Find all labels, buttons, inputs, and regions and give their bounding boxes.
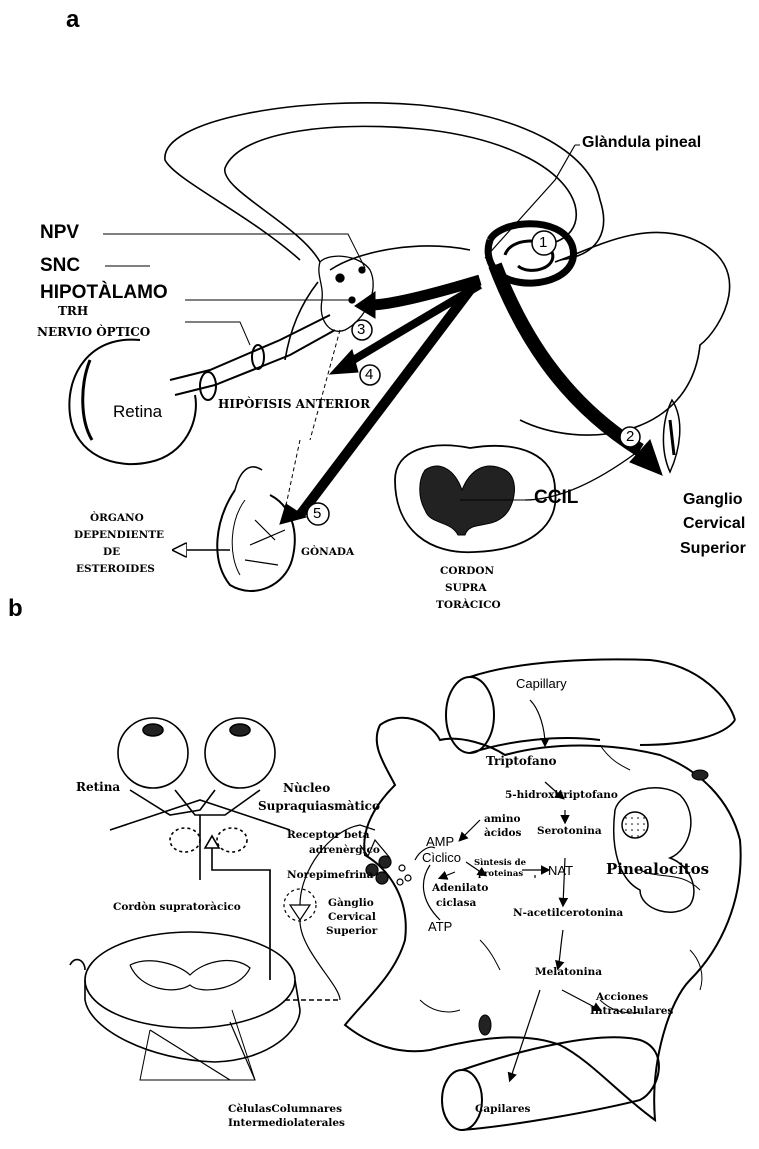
label-hipofisis: HIPÒFISIS ANTERIOR — [218, 398, 370, 410]
label-nucleo-1: Nùcleo — [283, 782, 330, 794]
label-cordon-2: SUPRA — [445, 583, 487, 594]
label-receptor-2: adrenèrgico — [309, 845, 380, 856]
label-amino-2: àcidos — [484, 828, 521, 839]
label-organo-2: DEPENDIENTE — [74, 530, 164, 541]
spinal-cord-b-shape — [70, 932, 340, 1080]
label-norepi: Norepimefrina — [287, 870, 373, 881]
label-ganglio-b-1: Gànglio — [328, 898, 374, 909]
label-ganglio-1: Ganglio — [683, 492, 743, 508]
label-celulas-1: CèlulasColumnares — [228, 1104, 342, 1115]
label-amp-1: AMP — [426, 835, 454, 848]
label-ganglio-b-3: Superior — [326, 926, 377, 937]
spinal-cord-section — [395, 445, 556, 552]
label-adenilato-1: Adenilato — [432, 883, 488, 894]
label-melatonina: Melatonina — [535, 967, 602, 978]
label-retina-a: Retina — [113, 403, 162, 420]
step-1: 1 — [539, 235, 547, 250]
label-npv: NPV — [40, 223, 79, 242]
label-capillary: Capillary — [516, 677, 567, 690]
panel-letter-b: b — [8, 597, 23, 621]
capillary-bottom-shape — [442, 1037, 659, 1130]
label-pineal: Glàndula pineal — [582, 135, 701, 151]
label-gonada: GÒNADA — [301, 547, 354, 558]
label-trh: TRH — [58, 305, 88, 317]
label-adenilato-2: ciclasa — [436, 898, 476, 909]
label-atp: ATP — [428, 920, 452, 933]
label-organo-1: ÒRGANO — [90, 513, 144, 524]
label-nat: NAT — [548, 864, 573, 877]
label-celulas-2: Intermediolaterales — [228, 1118, 345, 1129]
label-cordon-1: CORDON — [440, 566, 494, 577]
label-retina-b: Retina — [76, 781, 120, 793]
label-organo-3: DE — [103, 547, 120, 558]
label-triptofano: Triptofano — [486, 755, 557, 767]
label-serotonina: Serotonina — [537, 826, 602, 837]
label-sintesis-2: proteinas — [478, 870, 523, 879]
label-receptor-1: Receptor beta — [287, 830, 370, 841]
label-organo-4: ESTEROIDES — [76, 564, 155, 575]
label-cordon-3: TORÀCICO — [436, 600, 501, 611]
brain-outline — [165, 103, 730, 435]
eyes-b-shape — [110, 718, 290, 980]
label-ccil: CCIL — [534, 488, 578, 507]
step-4: 4 — [365, 367, 373, 382]
step-5: 5 — [313, 506, 321, 521]
label-cordon-b: Cordòn supratoràcico — [113, 902, 241, 913]
pathway-arrows-a — [175, 145, 662, 550]
label-nucleo-2: Supraquiasmàtico — [258, 800, 380, 812]
label-acetil: N-acetilcerotonina — [513, 908, 623, 919]
label-amp-2: Cìclico — [422, 851, 461, 864]
label-ganglio-3: Superior — [680, 541, 746, 557]
label-nervio-optico: NERVIO ÒPTICO — [37, 326, 150, 338]
label-snc: SNC — [40, 256, 80, 275]
label-capilares: Capilares — [475, 1104, 530, 1115]
label-ganglio-b-2: Cervical — [328, 912, 376, 923]
label-sintesis-1: Sìntesis de — [474, 859, 526, 868]
step-3: 3 — [357, 322, 365, 337]
gonad-shape — [217, 467, 294, 591]
label-hidroxi: 5-hidroxitriptofano — [505, 790, 618, 801]
capillary-top-shape — [446, 659, 735, 753]
label-acciones-1: Acciones — [596, 992, 648, 1003]
step-2: 2 — [626, 429, 634, 444]
label-hipotalamo: HIPOTÀLAMO — [40, 283, 168, 302]
label-amino-1: amino — [484, 814, 521, 825]
label-acciones-2: Intracelulares — [590, 1006, 673, 1017]
label-ganglio-2: Cervical — [683, 516, 745, 532]
panel-letter-a: a — [66, 8, 79, 32]
label-pinealocitos: Pinealocitos — [606, 862, 709, 877]
